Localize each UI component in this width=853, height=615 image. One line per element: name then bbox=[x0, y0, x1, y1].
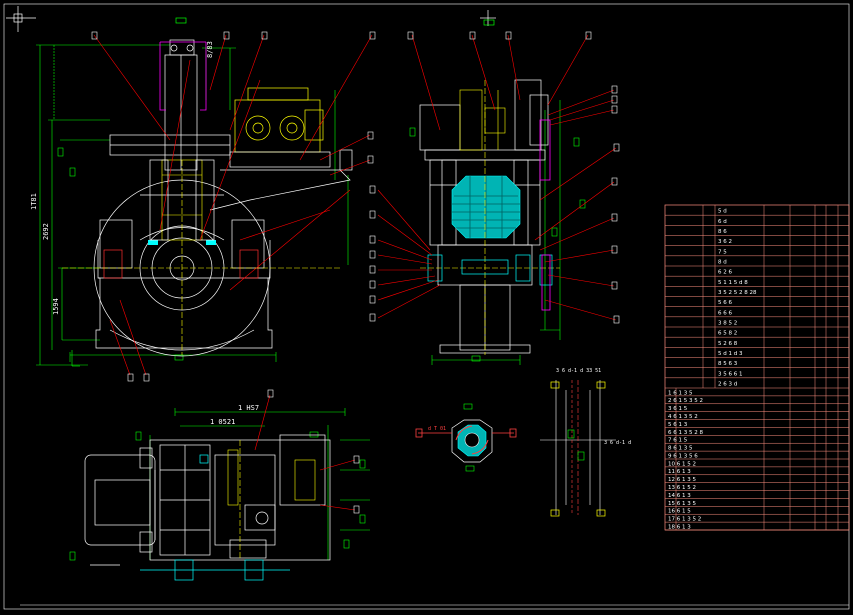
table-lower-text: 1 6 1 3 5 2 6 1 5 3 5 2 3 6 1 5 4 6 1 3 5 2… bbox=[668, 390, 703, 530]
table-upper-row: 6 6 6 bbox=[718, 310, 732, 316]
table-upper-row: 8 d bbox=[718, 259, 727, 265]
front-hidden-lines bbox=[62, 159, 340, 355]
table-lower-row: 9 6 1 3 5 6 bbox=[668, 453, 698, 459]
section-detail[interactable]: d T 01 bbox=[415, 403, 517, 472]
section-pins bbox=[415, 428, 517, 438]
table-lower-row: 8 6 1 3 5 bbox=[668, 446, 693, 452]
plan-frame bbox=[139, 434, 331, 561]
table-lower-row: 17 6 1 3 5 2 bbox=[668, 517, 701, 523]
dim-top: 8/83 bbox=[206, 41, 214, 58]
table-lower-row: 12 6 1 3 5 bbox=[668, 477, 696, 483]
table-lower-row: 18 6 1 3 bbox=[668, 524, 691, 530]
view-tag-front bbox=[175, 17, 187, 24]
vertical-section-hidden bbox=[571, 380, 579, 515]
side-view[interactable] bbox=[409, 79, 586, 365]
plan-view[interactable]: 1 HS7 1 0521 bbox=[69, 404, 370, 581]
parts-table[interactable]: 5 d 6 d 8 6 3 6 2 7 5 8 d 6 2 6 5 1 1 5 d 8 3 5 … bbox=[664, 204, 850, 531]
table-upper-text: 5 d 6 d 8 6 3 6 2 7 5 8 d 6 2 6 5 1 1 5 d 8 3 5 … bbox=[718, 209, 757, 388]
table-upper-row: 3 5 2 5 2 8 28 bbox=[718, 290, 757, 296]
table-upper-row: 6 d bbox=[718, 219, 727, 225]
view-tag-side bbox=[483, 19, 495, 26]
front-column bbox=[109, 39, 231, 241]
section-pin-label: d T 01 bbox=[428, 426, 446, 432]
dim-front-mid: 2692 bbox=[42, 223, 50, 240]
section-label-upper: 3 6 d-1 d 33 51 bbox=[556, 368, 601, 374]
table-lower-row: 11 6 1 3 bbox=[668, 469, 691, 475]
front-motor-base bbox=[209, 149, 353, 211]
table-upper-row: 5 1 1 5 d 8 bbox=[718, 280, 748, 286]
table-lower-row: 4 6 1 3 5 2 bbox=[668, 414, 698, 420]
front-guard bbox=[159, 41, 207, 111]
table-upper-row: 8 5 6 3 bbox=[718, 361, 738, 367]
section-label-right: 3 6 d-1 d bbox=[604, 440, 631, 446]
plan-hidden-lines bbox=[227, 440, 316, 560]
dim-front-lower: 1594 bbox=[52, 298, 60, 315]
dim-plan-outer: 1 HS7 bbox=[238, 404, 259, 412]
ucs-marker-icon bbox=[480, 10, 496, 26]
table-lower-row: 10 6 1 5 2 bbox=[668, 461, 696, 467]
plan-cyan-parts bbox=[140, 454, 290, 581]
dim-plan-inner: 1 0521 bbox=[210, 418, 235, 426]
table-upper-row: 5 d 1 d 3 bbox=[718, 351, 743, 357]
side-cyan-hubs bbox=[427, 254, 553, 286]
vertical-section-tags bbox=[567, 429, 585, 461]
table-lower-row: 14 6 1 3 bbox=[668, 493, 691, 499]
front-cyan-joints bbox=[148, 240, 216, 245]
front-view[interactable]: 1T81 2692 1594 8/83 bbox=[30, 39, 353, 367]
dim-front-total: 1T81 bbox=[30, 193, 38, 210]
table-upper-row: 6 2 6 bbox=[718, 270, 732, 276]
table-lower-row: 13 6 1 5 2 bbox=[668, 485, 696, 491]
table-upper-grid bbox=[665, 214, 849, 389]
table-upper-row: 3 6 2 bbox=[718, 239, 732, 245]
table-upper-row: 8 6 bbox=[718, 229, 727, 235]
section-hexagon bbox=[451, 419, 493, 463]
vertical-section-detail[interactable]: 3 6 d-1 d 33 51 3 6 d-1 d bbox=[540, 368, 631, 517]
plan-dimension-lines bbox=[69, 408, 370, 561]
table-upper-row: 3 8 5 2 bbox=[718, 320, 737, 326]
table-lower-row: 5 6 1 3 bbox=[668, 422, 688, 428]
table-lower-row: 2 6 1 5 3 5 2 bbox=[668, 398, 703, 404]
side-hidden-lines bbox=[420, 80, 560, 355]
front-side-blocks bbox=[103, 249, 259, 279]
vertical-section-lines bbox=[540, 380, 616, 515]
table-lower-row: 6 6 1 3 5 2 8 bbox=[668, 430, 703, 436]
side-drum bbox=[451, 175, 521, 239]
table-lower-grid bbox=[665, 395, 849, 531]
table-upper-row: 5 2 6 8 bbox=[718, 341, 738, 347]
table-columns bbox=[675, 205, 839, 530]
table-upper-row: 5 6 6 bbox=[718, 300, 732, 306]
table-lower-row: 3 6 1 5 bbox=[668, 406, 688, 412]
table-upper-row: 6 5 8 2 bbox=[718, 331, 737, 337]
leader-lines bbox=[93, 34, 617, 511]
side-guard bbox=[539, 119, 551, 311]
section-tags bbox=[463, 403, 475, 472]
table-lower-row: 1 6 1 3 5 bbox=[668, 390, 693, 396]
table-lower-row: 16 6 1 5 bbox=[668, 509, 691, 515]
table-upper-row: 2 6 3 d bbox=[718, 381, 737, 387]
balloon-tags bbox=[91, 31, 620, 514]
side-dimension-lines bbox=[409, 100, 586, 365]
table-upper-row: 3 5 6 6 1 bbox=[718, 371, 743, 377]
vertical-section-endcaps bbox=[550, 381, 606, 517]
front-dimension-lines bbox=[36, 44, 349, 367]
table-upper-row: 5 d bbox=[718, 209, 727, 215]
crosshair-cursor-icon bbox=[6, 6, 36, 32]
table-upper-row: 7 5 bbox=[718, 249, 727, 255]
table-lower-row: 15 6 1 3 5 bbox=[668, 501, 696, 507]
table-lower-row: 7 6 1 5 bbox=[668, 438, 688, 444]
plan-motor bbox=[84, 454, 156, 566]
